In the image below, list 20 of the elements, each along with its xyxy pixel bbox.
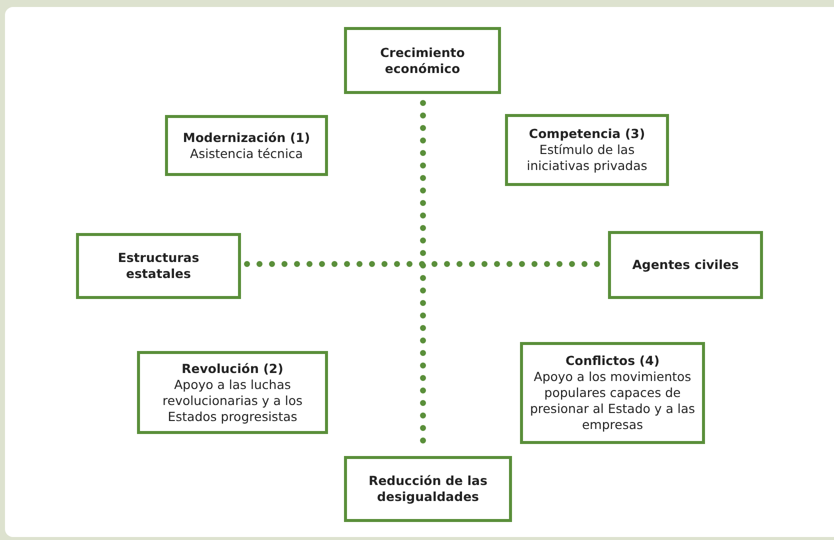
concept-box [344,456,512,522]
box-heading: Competencia (3) [528,126,646,142]
box-label: Crecimiento económico [379,44,466,76]
box-label: Estructuras estatales [116,250,200,282]
box-heading: Modernización (1) [182,130,310,146]
box-description: Asistencia técnica [190,146,303,162]
concept-box [608,231,763,299]
box-description: Apoyo a los movimientos populares capaces de presionar al Estado y a las empresas [529,369,696,433]
concept-box [520,342,705,444]
box-label: Agentes civiles [632,257,739,273]
concept-box [344,27,501,94]
concept-box [76,233,241,299]
box-description: Estímulo de las iniciativas privadas [526,142,648,174]
concept-box [505,114,669,186]
box-heading: Revolución (2) [182,360,284,376]
box-heading: Conflictos (4) [565,353,660,369]
box-label: Reducción de las desigualdades [368,473,488,505]
concept-box [165,115,328,176]
concept-box [137,351,328,434]
box-description: Apoyo a las luchas revolucionarias y a los Estados progresistas [162,376,304,424]
